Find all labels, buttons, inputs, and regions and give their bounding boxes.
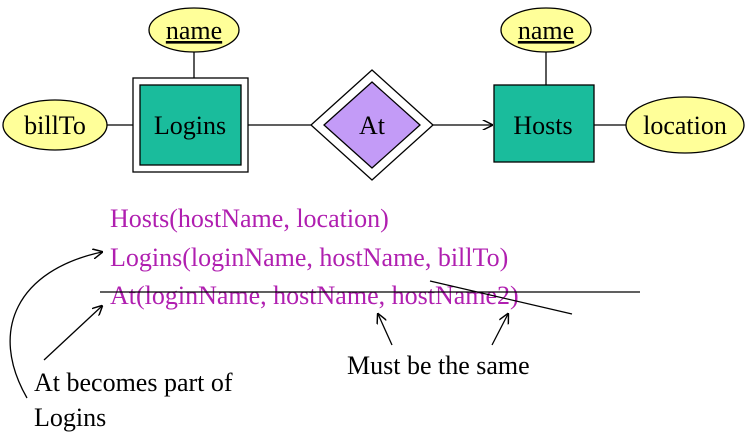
attribute-location: location <box>625 96 745 154</box>
entity-box <box>493 84 595 163</box>
attribute-ellipse <box>500 7 592 53</box>
schema-logins: Logins(loginName, hostName, billTo) <box>110 243 508 272</box>
relationship-diamond <box>323 81 421 169</box>
attribute-label: name <box>518 16 574 45</box>
arrow-merge-to-logins <box>9 252 102 399</box>
arrow-same-right <box>491 314 508 346</box>
attribute-label: name <box>166 16 222 45</box>
relationship-at: At <box>310 69 434 181</box>
entity-hosts: Hosts <box>493 84 595 163</box>
entity-label: Logins <box>154 111 226 140</box>
arrow-same-left <box>378 314 393 346</box>
entity-logins: Logins <box>132 77 249 173</box>
attribute-billto: billTo <box>2 99 108 151</box>
schema-at-strike-slash <box>429 280 573 315</box>
entity-label: Hosts <box>513 111 572 140</box>
schema-at: At(loginName, hostName, hostName2) <box>110 281 519 310</box>
attribute-label: billTo <box>24 111 86 140</box>
attribute-label: location <box>643 111 727 140</box>
attribute-ellipse <box>625 96 745 154</box>
schema-hosts: Hosts(hostName, location) <box>110 204 389 233</box>
relationship-label: At <box>359 111 386 140</box>
attribute-hosts-name: name <box>500 7 592 53</box>
attribute-ellipse <box>148 7 240 53</box>
arrow-merge-to-at <box>43 306 102 361</box>
annotation-same: Must be the same <box>347 351 530 380</box>
attribute-logins-name: name <box>148 7 240 53</box>
entity-box <box>139 84 242 166</box>
annotation-merge-line2: Logins <box>34 403 106 432</box>
annotation-merge-line1: At becomes part of <box>34 368 233 397</box>
attribute-ellipse <box>2 99 108 151</box>
